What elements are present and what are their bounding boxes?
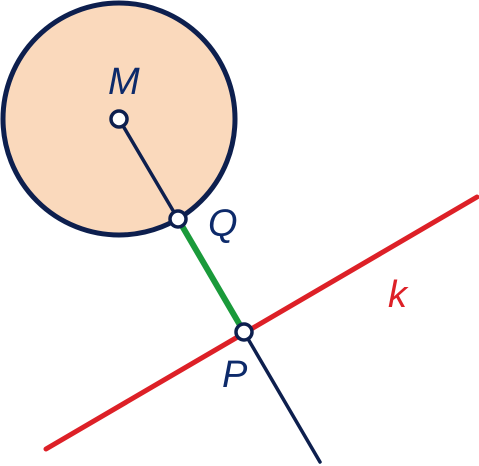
point-p	[234, 322, 254, 342]
segment-q-p	[175, 217, 247, 334]
label-q: Q	[208, 203, 238, 245]
label-m: M	[108, 61, 140, 103]
label-k: k	[388, 274, 409, 316]
point-q	[168, 209, 188, 229]
segment-m-q	[117, 117, 180, 221]
label-p: P	[222, 354, 248, 396]
segment-p-extension	[242, 330, 322, 464]
line-k	[43, 194, 479, 452]
point-m	[109, 109, 129, 129]
